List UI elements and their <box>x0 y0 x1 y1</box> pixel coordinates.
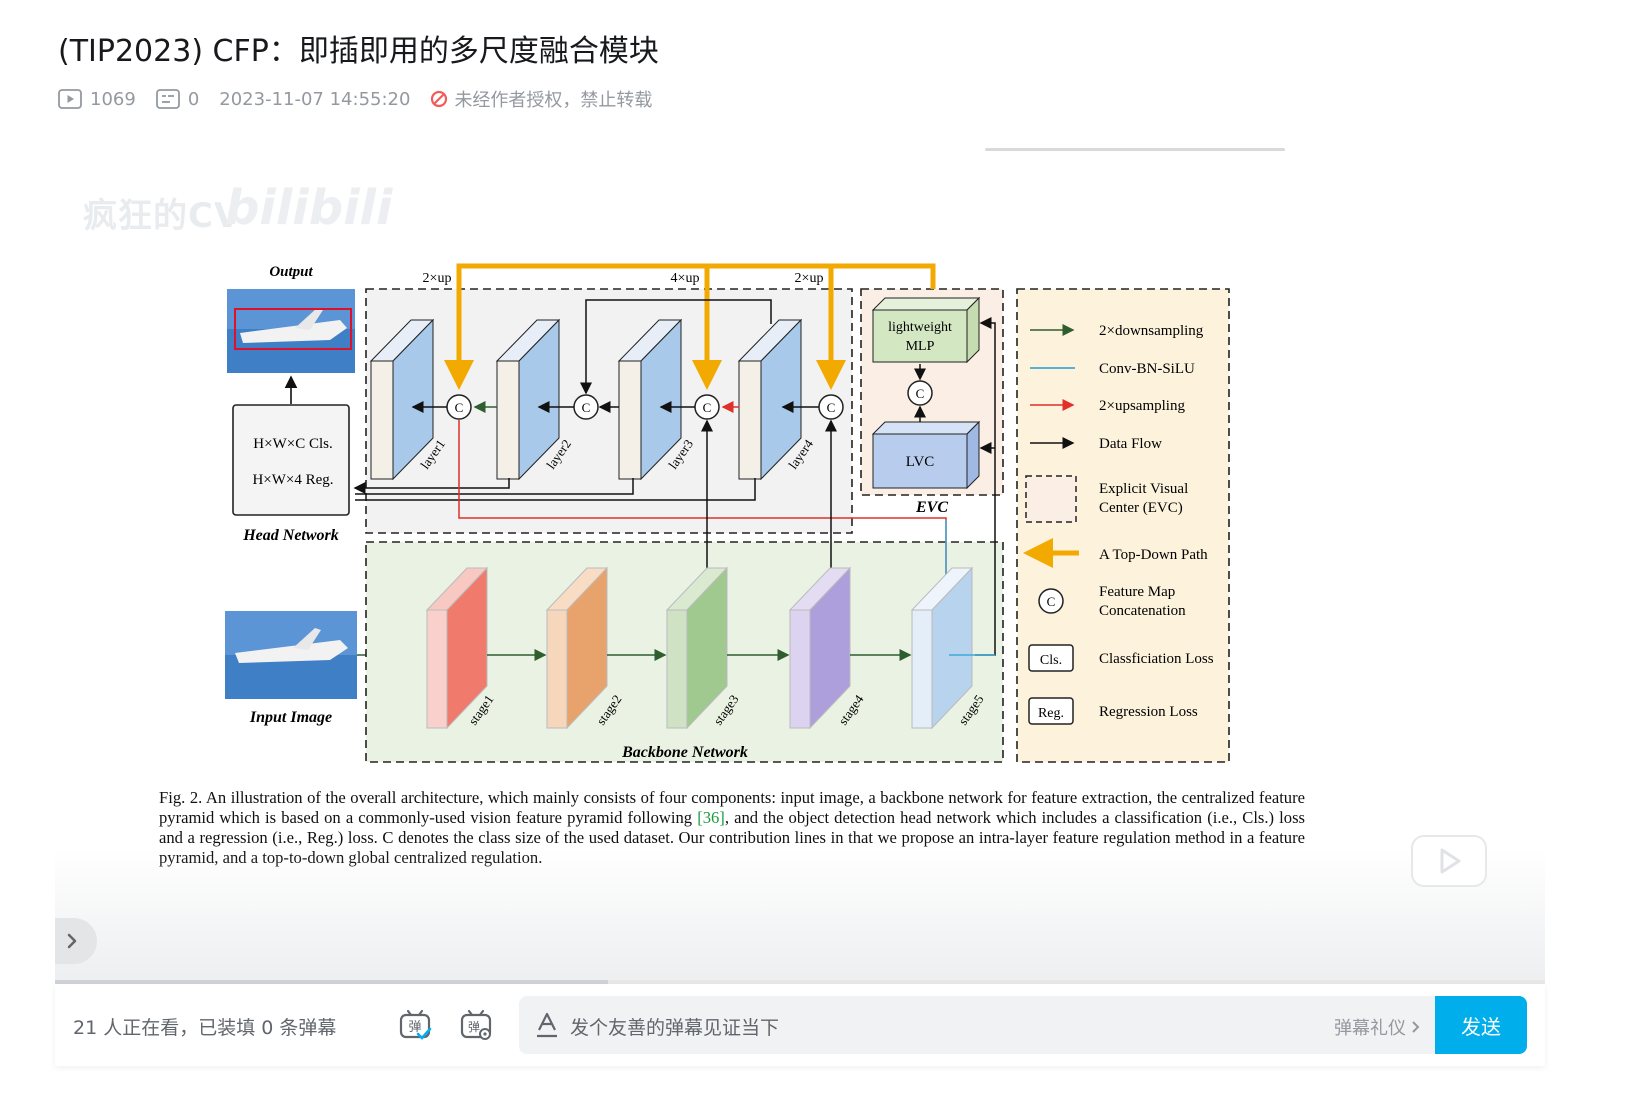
mlp-block: lightweight MLP <box>871 296 981 364</box>
danmaku-icon <box>155 89 180 109</box>
video-title: (TIP2023) CFP：即插即用的多尺度融合模块 <box>58 34 659 69</box>
head-cls-text: H×W×C Cls. <box>253 436 332 452</box>
concat-node-2: C <box>573 394 599 420</box>
progress-fill <box>55 980 608 984</box>
caption-reference[interactable]: [36] <box>697 808 725 827</box>
layer1-block: layer1 <box>369 318 448 481</box>
view-count-value: 1069 <box>90 88 136 110</box>
play-count-icon <box>58 89 82 109</box>
svg-text:弹: 弹 <box>468 1020 480 1034</box>
up-label-3: 2×up <box>795 271 824 286</box>
player-top-handle <box>985 148 1285 151</box>
danmaku-input[interactable]: 发个友善的弹幕见证当下 弹幕礼仪 <box>519 996 1436 1054</box>
legend-label-4: Data Flow <box>1099 436 1162 452</box>
uploader-watermark: 疯狂的CV <box>83 196 242 236</box>
evc-label: EVC <box>915 499 948 516</box>
backbone-label: Backbone Network <box>621 744 748 761</box>
legend-label-3: 2×upsampling <box>1099 398 1185 414</box>
up-label-2: 4×up <box>671 271 700 286</box>
send-button[interactable]: 发送 <box>1435 996 1527 1054</box>
tv-play-icon <box>1411 828 1487 887</box>
text-style-icon[interactable] <box>535 1012 559 1038</box>
legend-badge-cls: Cls. <box>1040 653 1062 668</box>
publish-time: 2023-11-07 14:55:20 <box>219 89 410 110</box>
head-network-box <box>232 404 350 516</box>
mlp-text-1: lightweight <box>888 320 952 335</box>
legend-label-7: Feature Map <box>1099 584 1175 600</box>
legend-box <box>1016 288 1230 763</box>
svg-text:C: C <box>455 400 464 415</box>
bilibili-watermark: bilibili <box>225 180 393 236</box>
svg-text:C: C <box>703 400 712 415</box>
mlp-text-2: MLP <box>906 339 935 354</box>
legend-label-2: Conv-BN-SiLU <box>1099 361 1195 377</box>
svg-text:C: C <box>916 386 925 401</box>
forbidden-icon <box>431 90 448 108</box>
layer2-block: layer2 <box>495 318 574 481</box>
danmaku-settings-button[interactable]: 弹 <box>459 1008 493 1046</box>
head-reg-text: H×W×4 Reg. <box>252 472 333 488</box>
evc-concat-node: C <box>907 380 933 406</box>
legend-label-5: Explicit Visual <box>1099 481 1188 497</box>
svg-text:C: C <box>582 400 591 415</box>
play-button[interactable] <box>1409 820 1489 890</box>
view-count: 1069 <box>58 89 136 110</box>
legend-badge-reg: Reg. <box>1038 706 1064 721</box>
concat-node-4: C <box>818 394 844 420</box>
chevron-right-icon <box>1412 1021 1420 1033</box>
danmaku-settings-icon: 弹 <box>460 1009 492 1040</box>
expand-controls-button[interactable] <box>55 918 97 964</box>
concat-node-3: C <box>694 394 720 420</box>
layer3-block: layer3 <box>617 318 696 481</box>
svg-text:弹: 弹 <box>408 1019 421 1034</box>
caption-text-pre: Fig. 2. An illustration of the overall a… <box>159 788 1305 827</box>
svg-text:C: C <box>827 400 836 415</box>
legend-label-6: A Top-Down Path <box>1099 547 1208 563</box>
danmaku-etiquette-link[interactable]: 弹幕礼仪 <box>1334 1014 1422 1040</box>
danmaku-on-icon: 弹 <box>399 1009 432 1040</box>
up-label-1: 2×up <box>423 271 452 286</box>
video-player[interactable]: 疯狂的CV bilibili Output H×W×C Cls. H×W×4 R… <box>55 148 1545 984</box>
input-image-label: Input Image <box>249 709 332 726</box>
legend-label-8: Classficiation Loss <box>1099 651 1214 667</box>
copyright-notice-text: 未经作者授权，禁止转载 <box>454 90 653 111</box>
lvc-text: LVC <box>906 454 935 470</box>
chevron-right-icon <box>67 933 77 949</box>
legend-evc-swatch <box>1025 475 1077 523</box>
detection-box <box>234 308 352 350</box>
stage5-block: stage5 <box>910 566 987 730</box>
danmaku-bar: 21 人正在看，已装填 0 条弹幕 弹 弹 发个友善的弹幕见证当下 弹幕礼仪 发… <box>55 984 1545 1066</box>
stage1-block: stage1 <box>425 566 497 730</box>
head-network-label: Head Network <box>242 527 339 544</box>
publish-time-value: 2023-11-07 14:55:20 <box>219 88 411 110</box>
video-meta: 1069 0 2023-11-07 14:55:20 未经作者授权，禁止转载 <box>58 86 672 112</box>
architecture-figure: Output H×W×C Cls. H×W×4 Reg. Head Networ… <box>225 263 1230 763</box>
controls-fade <box>55 848 1545 984</box>
watching-count: 21 人正在看，已装填 0 条弹幕 <box>73 1017 337 1039</box>
legend-label-5b: Center (EVC) <box>1099 500 1183 516</box>
concat-node-1: C <box>446 394 472 420</box>
output-label: Output <box>269 264 313 280</box>
danmaku-count-value: 0 <box>187 88 200 110</box>
lvc-block: LVC <box>871 420 981 490</box>
progress-bar[interactable] <box>55 980 1545 984</box>
danmaku-toggle-button[interactable]: 弹 <box>398 1008 432 1046</box>
danmaku-input-placeholder: 发个友善的弹幕见证当下 <box>570 1017 780 1039</box>
legend-label-9: Regression Loss <box>1099 704 1198 720</box>
copyright-notice: 未经作者授权，禁止转载 <box>430 86 652 112</box>
legend-label-7b: Concatenation <box>1099 603 1186 619</box>
danmaku-count: 0 <box>155 88 200 110</box>
legend-label-1: 2×downsampling <box>1099 323 1204 339</box>
svg-text:C: C <box>1047 594 1056 609</box>
danmaku-etiquette-label: 弹幕礼仪 <box>1334 1018 1406 1039</box>
stage4-block: stage4 <box>788 566 867 730</box>
